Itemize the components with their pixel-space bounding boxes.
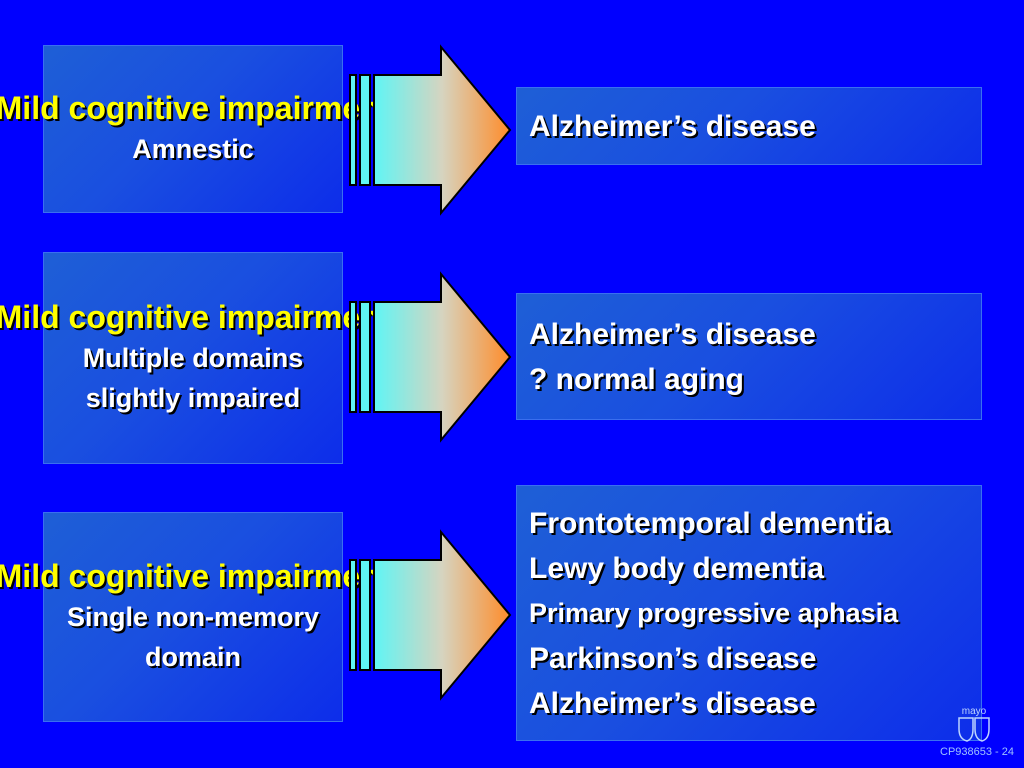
outcome-box: Alzheimer’s disease [516,87,982,165]
outcome-item: Alzheimer’s disease [529,317,816,351]
mci-amnestic-box: Mild cognitive impairment Amnestic [0,45,390,213]
mayo-logo-icon: mayo [958,706,990,742]
outcome-item: Alzheimer’s disease [529,686,816,720]
outcome-item: Alzheimer’s disease [529,109,816,143]
mci-subtitle: Amnestic [132,133,254,164]
outcome-item: Parkinson’s disease [529,641,817,675]
mci-title: Mild cognitive impairment [0,89,391,126]
outcome-item: Frontotemporal dementia [529,506,891,540]
outcome-item: Primary progressive aphasia [529,597,899,628]
mci-subtitle: Multiple domains slightly impaired [82,342,304,413]
outcome-item: ? normal aging [529,362,745,396]
mci-title: Mild cognitive impairment [0,298,391,335]
slide-code: CP938653 - 24 [940,746,1014,758]
svg-text:mayo: mayo [962,706,987,717]
outcome-item: Lewy body dementia [529,551,825,585]
arrow-icon [349,44,512,216]
arrow-icon [349,529,512,701]
mci-multiple-domains-box: Mild cognitive impairment Multiple domai… [0,252,390,464]
arrow-icon [349,271,512,443]
mci-subtitle: Single non-memory domain [66,601,320,672]
mci-single-domain-box: Mild cognitive impairment Single non-mem… [0,512,390,722]
outcome-box: Alzheimer’s disease ? normal aging [516,293,982,420]
outcome-box: Frontotemporal dementia Lewy body dement… [516,485,982,741]
mci-title: Mild cognitive impairment [0,557,391,594]
